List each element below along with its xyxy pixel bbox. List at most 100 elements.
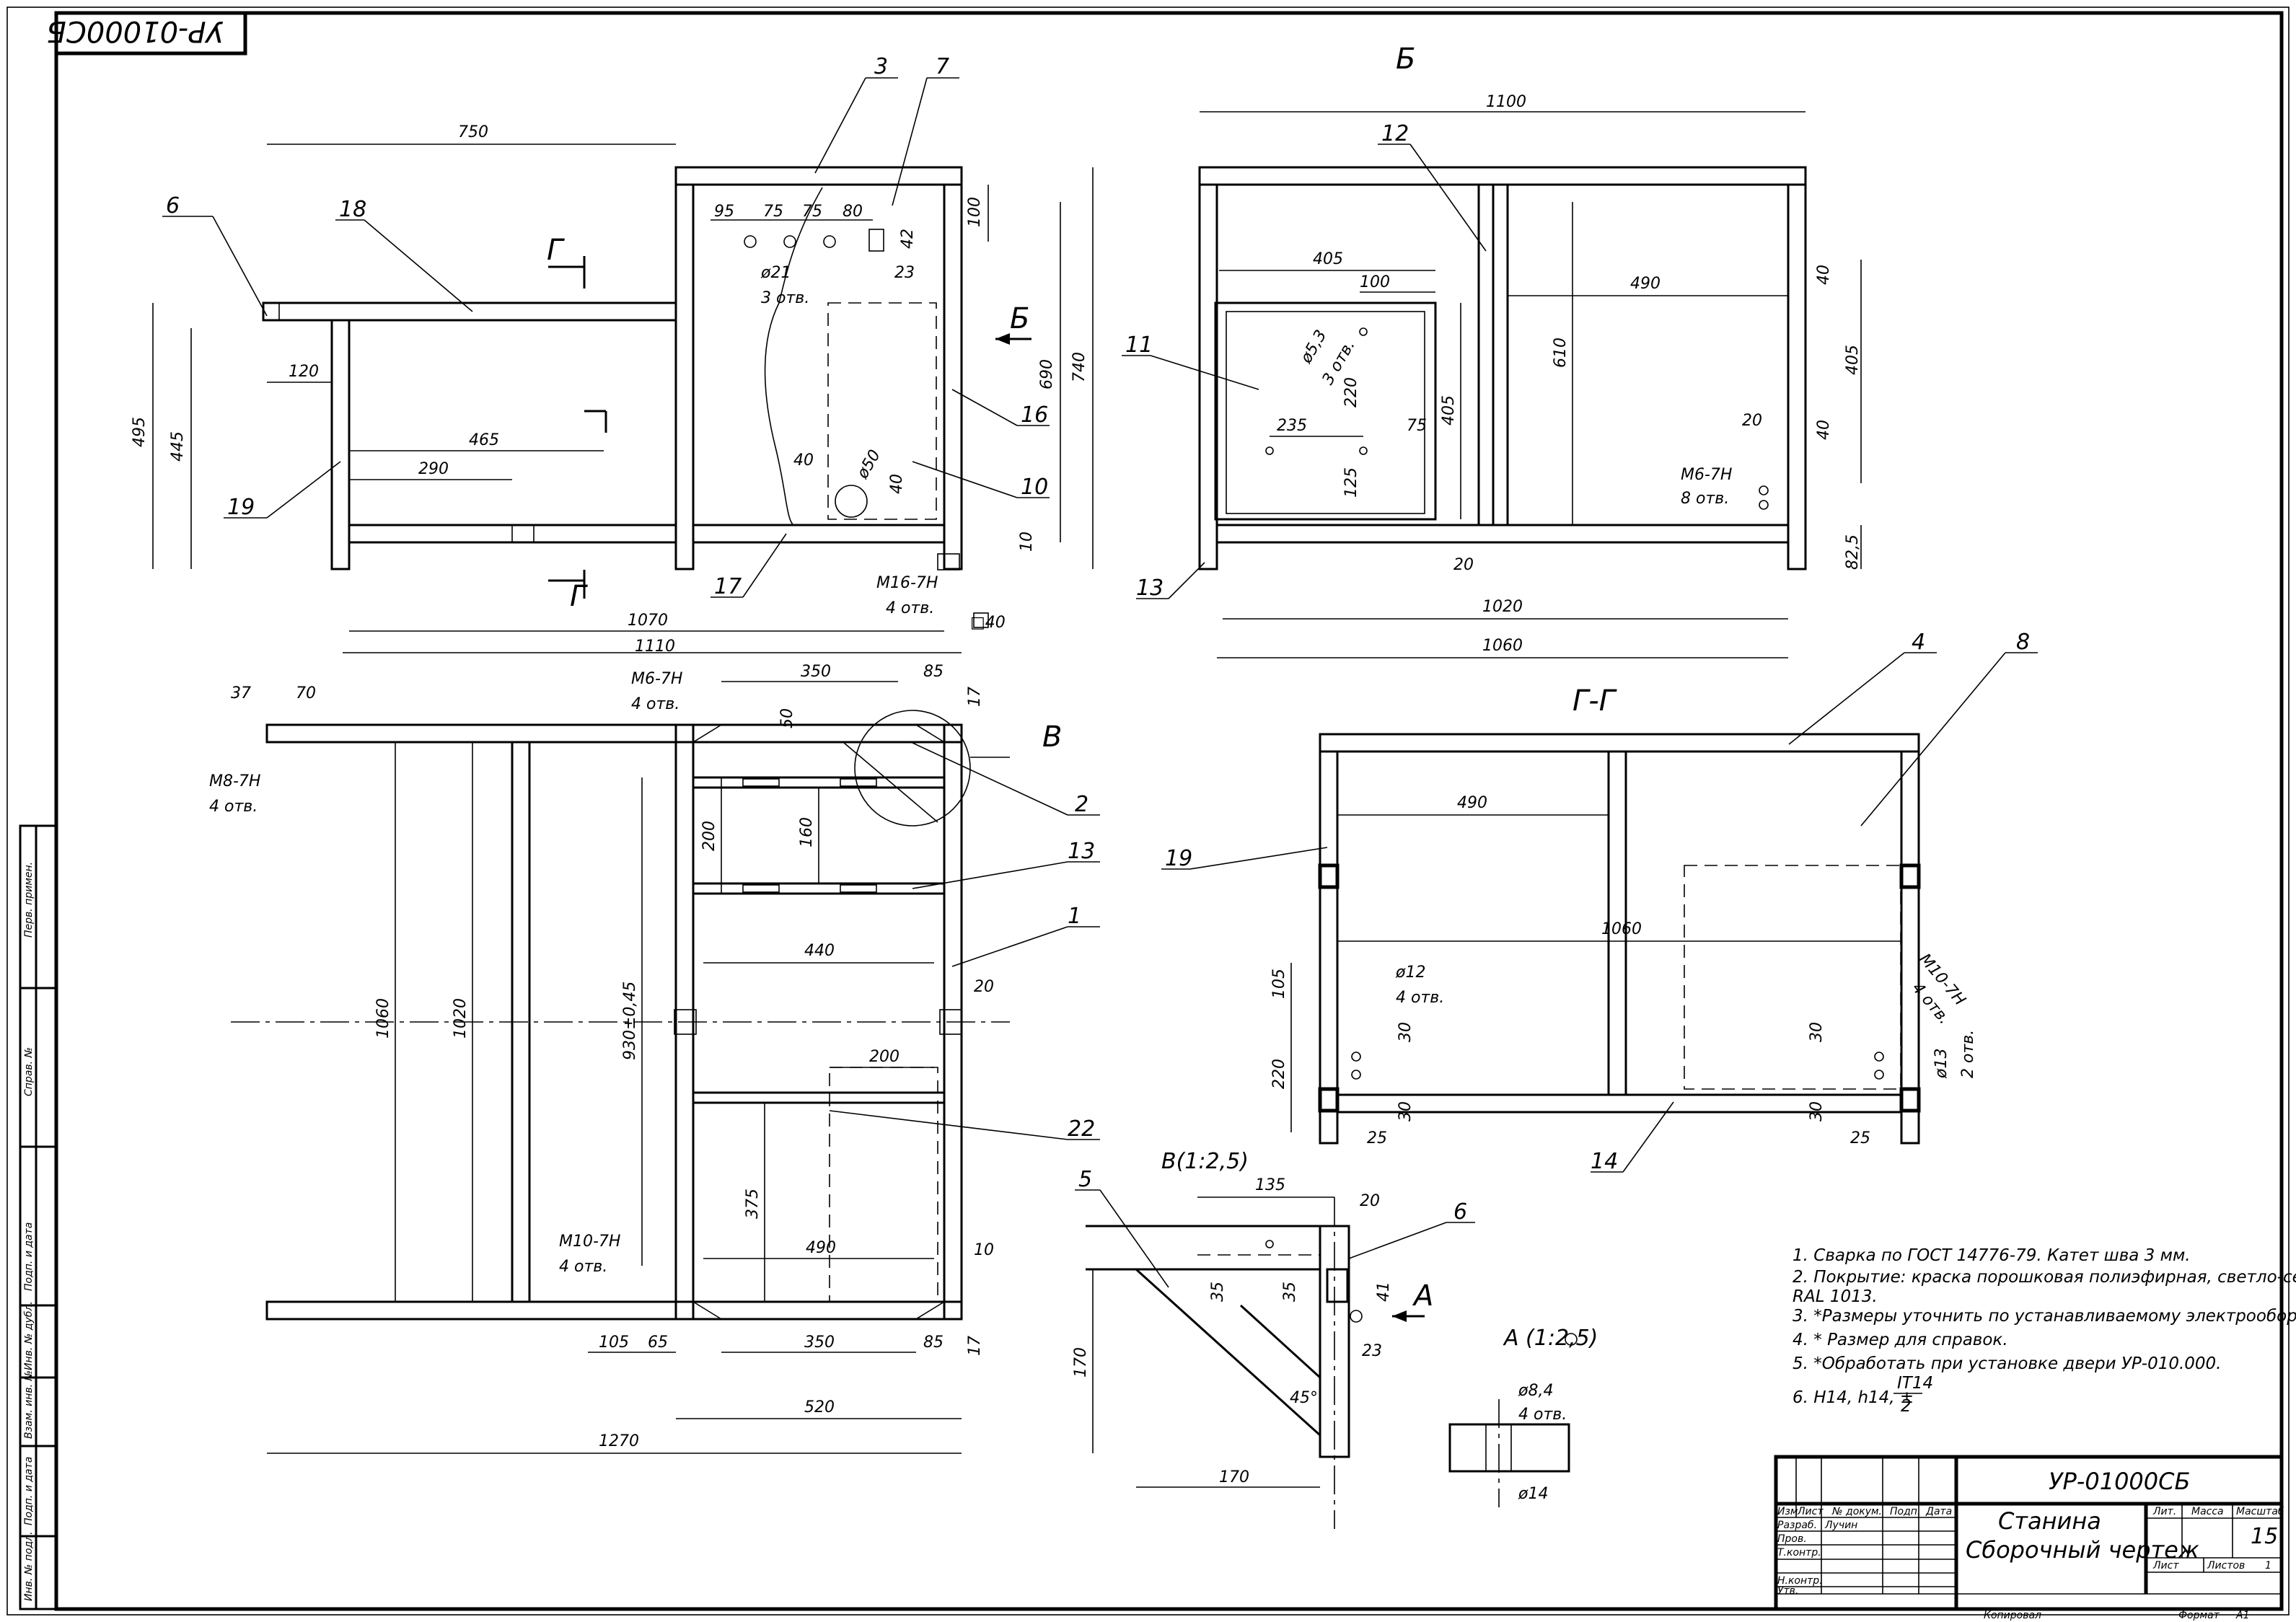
- plan-thread-m8-note: 4 отв.: [209, 798, 258, 816]
- pos-1: 1: [1068, 904, 1081, 929]
- viewb-dim-220: 220: [1342, 377, 1360, 407]
- gg-dim-12: ø12: [1395, 964, 1425, 982]
- viewb-dim-610: 610: [1552, 338, 1570, 368]
- plan-dim-1270: 1270: [599, 1432, 639, 1450]
- viewb-dim-20b: 20: [1453, 556, 1474, 574]
- plan-thread-m6: М6-7Н: [631, 670, 682, 688]
- note-2: 2. Покрытие: краска порошковая полиэфирн…: [1793, 1268, 2296, 1287]
- dim-10: 10: [1018, 532, 1036, 552]
- plan-dim-17a: 17: [966, 687, 984, 707]
- viewb-dim-53: ø5,3: [1297, 327, 1330, 367]
- tb-row-razrab: Разраб.: [1777, 1520, 1817, 1531]
- viewb-dim-1020: 1020: [1482, 598, 1523, 616]
- tb-col-list: Лист: [1797, 1506, 1824, 1517]
- plan-dim-350b: 350: [804, 1334, 835, 1352]
- pos-12: 12: [1381, 121, 1409, 146]
- tb-format-value: А1: [2235, 1610, 2249, 1621]
- viewb-dim-405a: 405: [1313, 250, 1343, 268]
- viewb-dim-20a: 20: [1742, 412, 1762, 430]
- note-6-den: 2: [1901, 1397, 1912, 1416]
- plan-dim-85a: 85: [923, 663, 944, 681]
- tb-masshtab-value: 15: [2251, 1524, 2278, 1549]
- top-stamp: УР-01000СБ: [46, 11, 247, 56]
- cut-letter-g-top: Г: [547, 234, 565, 267]
- plan-dim-160: 160: [798, 817, 816, 847]
- viewb-thread-m6: М6-7Н: [1681, 466, 1732, 484]
- gg-dim-12-note: 4 отв.: [1396, 989, 1444, 1007]
- viewb-dim-825: 82,5: [1844, 534, 1862, 570]
- viewb-dim-40b: 40: [1815, 420, 1833, 440]
- dim-495: 495: [131, 417, 149, 447]
- left-margin-strip: Перв. примен. Справ. № Подп. и дата Инв.…: [19, 824, 58, 1610]
- tb-listov-label: Листов: [2207, 1560, 2245, 1572]
- gg-dim-25a: 25: [1367, 1129, 1387, 1147]
- tb-massa-label: Масса: [2191, 1506, 2224, 1517]
- tb-format: Формат: [2178, 1610, 2220, 1621]
- pos-7: 7: [936, 54, 949, 79]
- margin-label-podp1: Подп. и дата: [23, 1222, 35, 1291]
- dim-80: 80: [843, 203, 863, 221]
- tb-list-label: Лист: [2152, 1560, 2179, 1572]
- plan-dim-105: 105: [599, 1334, 629, 1352]
- dim-740: 740: [1070, 352, 1088, 382]
- pos-4: 4: [1912, 630, 1925, 655]
- detail-v: В(1:2,5) А 135 20 35 35 41 170 23 45° 17…: [1072, 1149, 1433, 1529]
- gg-dim-30c: 30: [1808, 1022, 1826, 1042]
- plan-dim-1020: 1020: [452, 998, 470, 1039]
- cut-letter-g-bottom: Г: [570, 580, 588, 613]
- dim-75a: 75: [763, 203, 783, 221]
- viewb-dim-40a: 40: [1815, 265, 1833, 285]
- plan-dim-65: 65: [648, 1334, 668, 1352]
- pos-6: 6: [1453, 1199, 1467, 1225]
- pos-9: 6: [166, 193, 180, 219]
- gg-dim-30a: 30: [1396, 1022, 1415, 1042]
- margin-label-vzam: Взам. инв. №: [23, 1370, 35, 1439]
- dim-690: 690: [1038, 359, 1056, 389]
- tb-title-line2: Сборочный чертеж: [1966, 1536, 2199, 1564]
- margin-label-dubl: Инв. № дубл.: [23, 1301, 35, 1370]
- pos-5: 5: [1078, 1167, 1092, 1192]
- dim-100: 100: [966, 197, 984, 227]
- viewb-dim-1100: 1100: [1486, 93, 1526, 111]
- tb-row-nkontr: Н.контр.: [1777, 1575, 1823, 1587]
- plan-dim-440: 440: [804, 942, 835, 960]
- plan-dim-20: 20: [974, 978, 994, 996]
- view-b-label: Б: [1396, 43, 1415, 76]
- gg-dim-30d: 30: [1808, 1101, 1826, 1121]
- title-block: УР-01000СБ Станина Сборочный чертеж Изм …: [1774, 1455, 2284, 1621]
- dim-40a: 40: [793, 451, 814, 470]
- plan-dim-200: 200: [700, 821, 718, 851]
- dim-120: 120: [289, 363, 319, 381]
- plan-dim-200b: 200: [869, 1048, 900, 1066]
- viewb-dim-125: 125: [1342, 467, 1360, 498]
- detail-dim-45: 45°: [1290, 1389, 1318, 1407]
- tb-row-prov: Пров.: [1777, 1533, 1807, 1545]
- viewb-dim-1060: 1060: [1482, 637, 1523, 655]
- pos-18: 16: [1021, 402, 1048, 428]
- tb-listov-value: 1: [2265, 1560, 2271, 1572]
- gg-dim-220: 220: [1270, 1059, 1288, 1089]
- dim-40b: 40: [888, 474, 906, 494]
- viewb-thread-m6-note: 8 отв.: [1681, 490, 1729, 508]
- pos-8: 8: [2016, 630, 2030, 655]
- view-b: Б 1100 405 100 490 ø5,3 3 отв. 220 610 2…: [1198, 43, 1862, 658]
- pos-17: 17: [714, 574, 742, 599]
- pos-21: 19: [227, 495, 255, 520]
- thread-m16: М16-7Н: [876, 574, 938, 592]
- dim-42: 42: [899, 229, 917, 249]
- tb-col-sign: Подп.: [1890, 1506, 1920, 1517]
- tb-kopiroval: Копировал: [1984, 1610, 2041, 1621]
- note-4: 4. * Размер для справок.: [1793, 1331, 2008, 1349]
- plan-dim-350a: 350: [801, 663, 831, 681]
- pos-20: 18: [339, 197, 366, 222]
- tb-masshtab-label: Масштаб: [2236, 1506, 2284, 1517]
- plan-dim-10: 10: [974, 1241, 994, 1259]
- note-2b: RAL 1013.: [1793, 1287, 1878, 1306]
- note-6-num: IT14: [1897, 1374, 1933, 1393]
- note-6: 6. H14, h14, ±: [1793, 1388, 1914, 1407]
- viewb-dim-100: 100: [1360, 273, 1390, 291]
- gg-dim-13-note: 2 отв.: [1959, 1030, 1977, 1078]
- detail-dim-35a: 35: [1209, 1282, 1227, 1302]
- gg-dim-30b: 30: [1396, 1101, 1415, 1121]
- detail-v-label: В(1:2,5): [1161, 1149, 1249, 1174]
